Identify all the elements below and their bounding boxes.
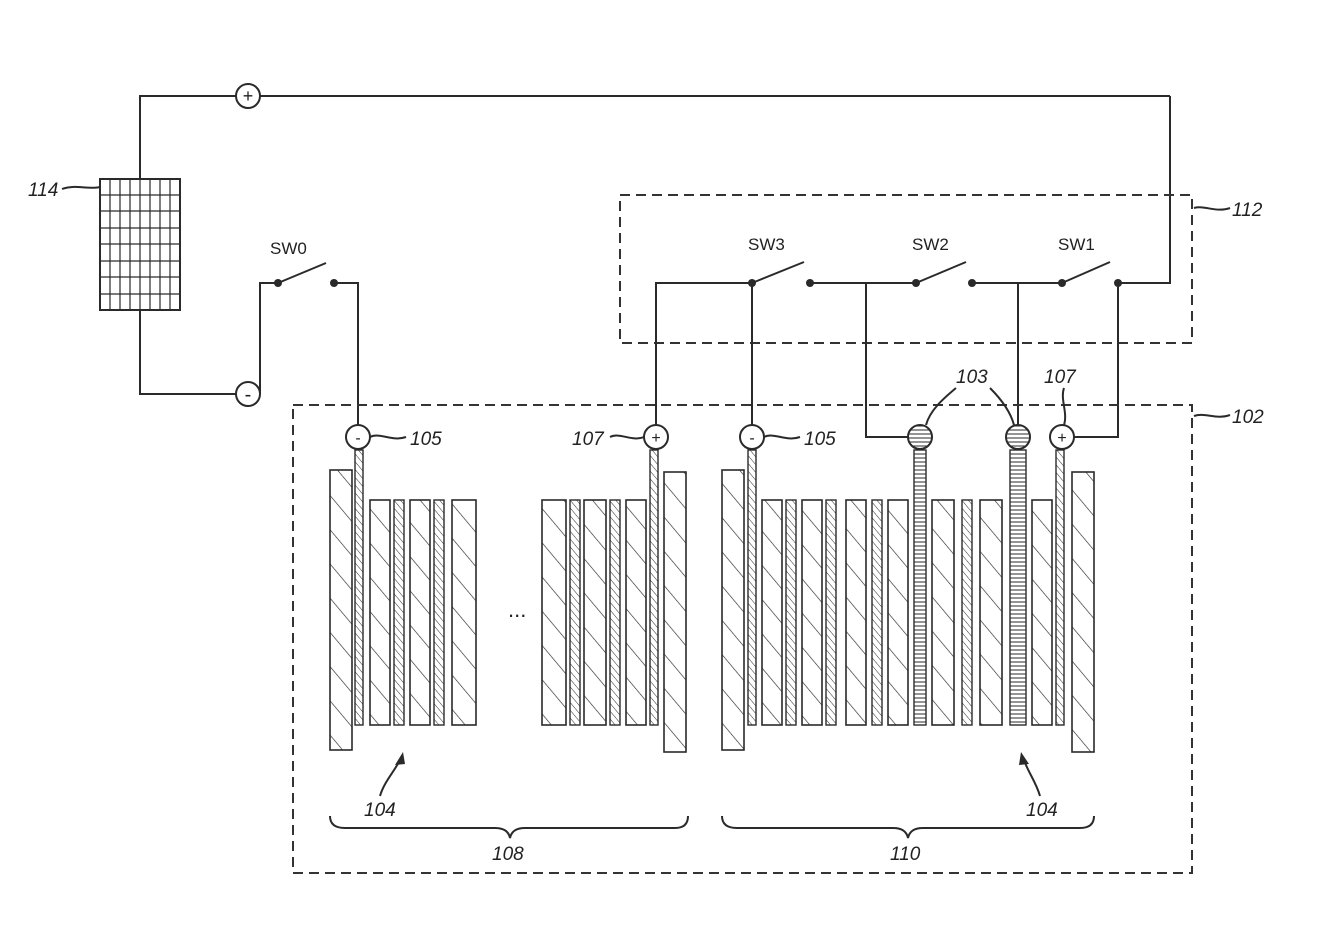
sw0-label: SW0 xyxy=(270,239,307,258)
svg-text:+: + xyxy=(243,86,254,106)
terminal-103-a xyxy=(908,425,932,449)
terminal-107-right-label: 107 xyxy=(1044,367,1077,388)
terminal-105-right-label: 105 xyxy=(804,429,836,450)
positive-terminal-icon: + xyxy=(236,84,260,108)
sw3-left-wire xyxy=(656,283,752,425)
group-108-label: 108 xyxy=(492,844,524,865)
svg-text:+: + xyxy=(1057,430,1066,447)
svg-text:-: - xyxy=(749,430,754,447)
container-label: 102 xyxy=(1232,407,1264,428)
terminal-103-label: 103 xyxy=(956,367,988,388)
terminal-105-left-label: 105 xyxy=(410,429,442,450)
terminal-103-b xyxy=(1006,425,1030,449)
sw1-label: SW1 xyxy=(1058,235,1095,254)
switch-box xyxy=(620,195,1192,343)
sw1-return-wire xyxy=(1118,96,1170,283)
terminal-105-left: - xyxy=(346,425,370,449)
solar-panel xyxy=(100,179,180,310)
cell-stack-left-b xyxy=(542,450,686,752)
svg-text:-: - xyxy=(245,384,252,406)
sw1-down-wire xyxy=(1074,283,1118,437)
switch-sw3 xyxy=(748,262,814,287)
sw2-down-wire xyxy=(866,283,908,437)
negative-terminal-icon: - xyxy=(236,382,260,406)
panel-label: 114 xyxy=(28,180,58,201)
sw3-label: SW3 xyxy=(748,235,785,254)
group-110-label: 110 xyxy=(890,844,921,865)
switch-sw1 xyxy=(1058,262,1122,287)
svg-text:-: - xyxy=(355,430,360,447)
ellipsis-icon: ... xyxy=(508,597,526,622)
terminal-107-right: + xyxy=(1050,425,1074,449)
switch-sw0 xyxy=(274,263,338,287)
sw0-input-wire xyxy=(260,283,278,394)
panel-negative-wire xyxy=(140,310,236,394)
terminal-107-left-label: 107 xyxy=(572,429,605,450)
switch-box-label: 112 xyxy=(1232,200,1263,221)
cell-label-left: 104 xyxy=(364,800,396,821)
terminal-107-left: + xyxy=(644,425,668,449)
sw2-label: SW2 xyxy=(912,235,949,254)
panel-positive-wire xyxy=(140,96,236,179)
container-leader xyxy=(1194,415,1230,417)
cell-stack-left-a xyxy=(330,450,476,750)
switch-box-leader xyxy=(1194,207,1230,209)
switch-sw2 xyxy=(912,262,976,287)
cell-label-right: 104 xyxy=(1026,800,1058,821)
sw0-output-wire xyxy=(334,283,358,425)
svg-text:+: + xyxy=(651,430,660,447)
panel-leader xyxy=(62,187,100,189)
terminal-105-right: - xyxy=(740,425,764,449)
cell-stack-right xyxy=(722,450,1094,752)
